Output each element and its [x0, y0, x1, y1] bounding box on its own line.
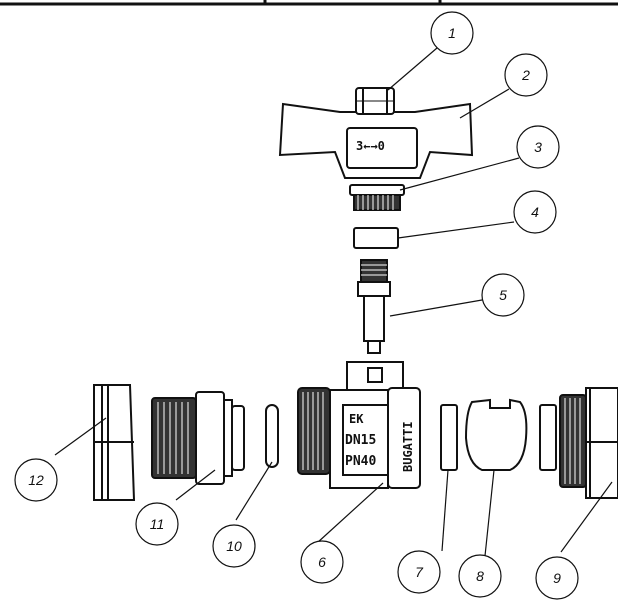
part-9-union-nut: [539, 387, 618, 499]
svg-text:12: 12: [28, 472, 44, 488]
callout-10: 10: [212, 524, 256, 568]
callout-8: 8: [458, 554, 502, 598]
part-11-threaded-adapter: [151, 391, 245, 485]
callout-2: 2: [504, 53, 548, 97]
svg-text:8: 8: [476, 568, 484, 584]
callout-12: 12: [14, 458, 58, 502]
leader-lines: [54, 47, 613, 557]
part-4-stem-seal: [353, 227, 399, 249]
body-mark-brand: BUGATTI: [401, 421, 415, 472]
callout-11: 11: [135, 502, 179, 546]
callouts: 1 2 3 4 5 6 7 8: [14, 11, 579, 600]
part-10-o-ring: [265, 404, 279, 468]
svg-text:6: 6: [318, 554, 326, 570]
svg-text:2: 2: [521, 67, 530, 83]
callout-9: 9: [535, 556, 579, 600]
part-1-nut: [355, 87, 395, 115]
svg-text:5: 5: [499, 287, 507, 303]
svg-text:EK: EK: [349, 412, 364, 426]
callout-5: 5: [481, 273, 525, 317]
callout-7: 7: [397, 550, 441, 594]
part-8-ball: [464, 398, 528, 471]
table-border: [0, 0, 618, 6]
part-5-stem: [357, 259, 391, 354]
svg-text:3: 3: [534, 139, 542, 155]
svg-text:7: 7: [415, 564, 424, 580]
svg-text:10: 10: [226, 538, 242, 554]
part-3-gland-nut: [349, 184, 405, 211]
callout-3: 3: [516, 125, 560, 169]
callout-1: 1: [430, 11, 474, 55]
svg-text:4: 4: [531, 204, 539, 220]
part-7-seat-ring: [440, 404, 458, 471]
svg-text:3←→0: 3←→0: [356, 139, 385, 153]
body-mark-dn: DN15: [345, 433, 376, 448]
svg-text:9: 9: [553, 570, 561, 586]
callout-6: 6: [300, 540, 344, 584]
part-12-union-nut-left: [93, 384, 136, 501]
svg-text:11: 11: [150, 516, 165, 532]
svg-text:1: 1: [448, 25, 456, 41]
part-2-butterfly-handle: 3←→0: [278, 102, 474, 179]
callout-4: 4: [513, 190, 557, 234]
part-6-valve-body: EK DN15 PN40 BUGATTI: [297, 361, 421, 489]
body-mark-pn: PN40: [345, 454, 376, 469]
